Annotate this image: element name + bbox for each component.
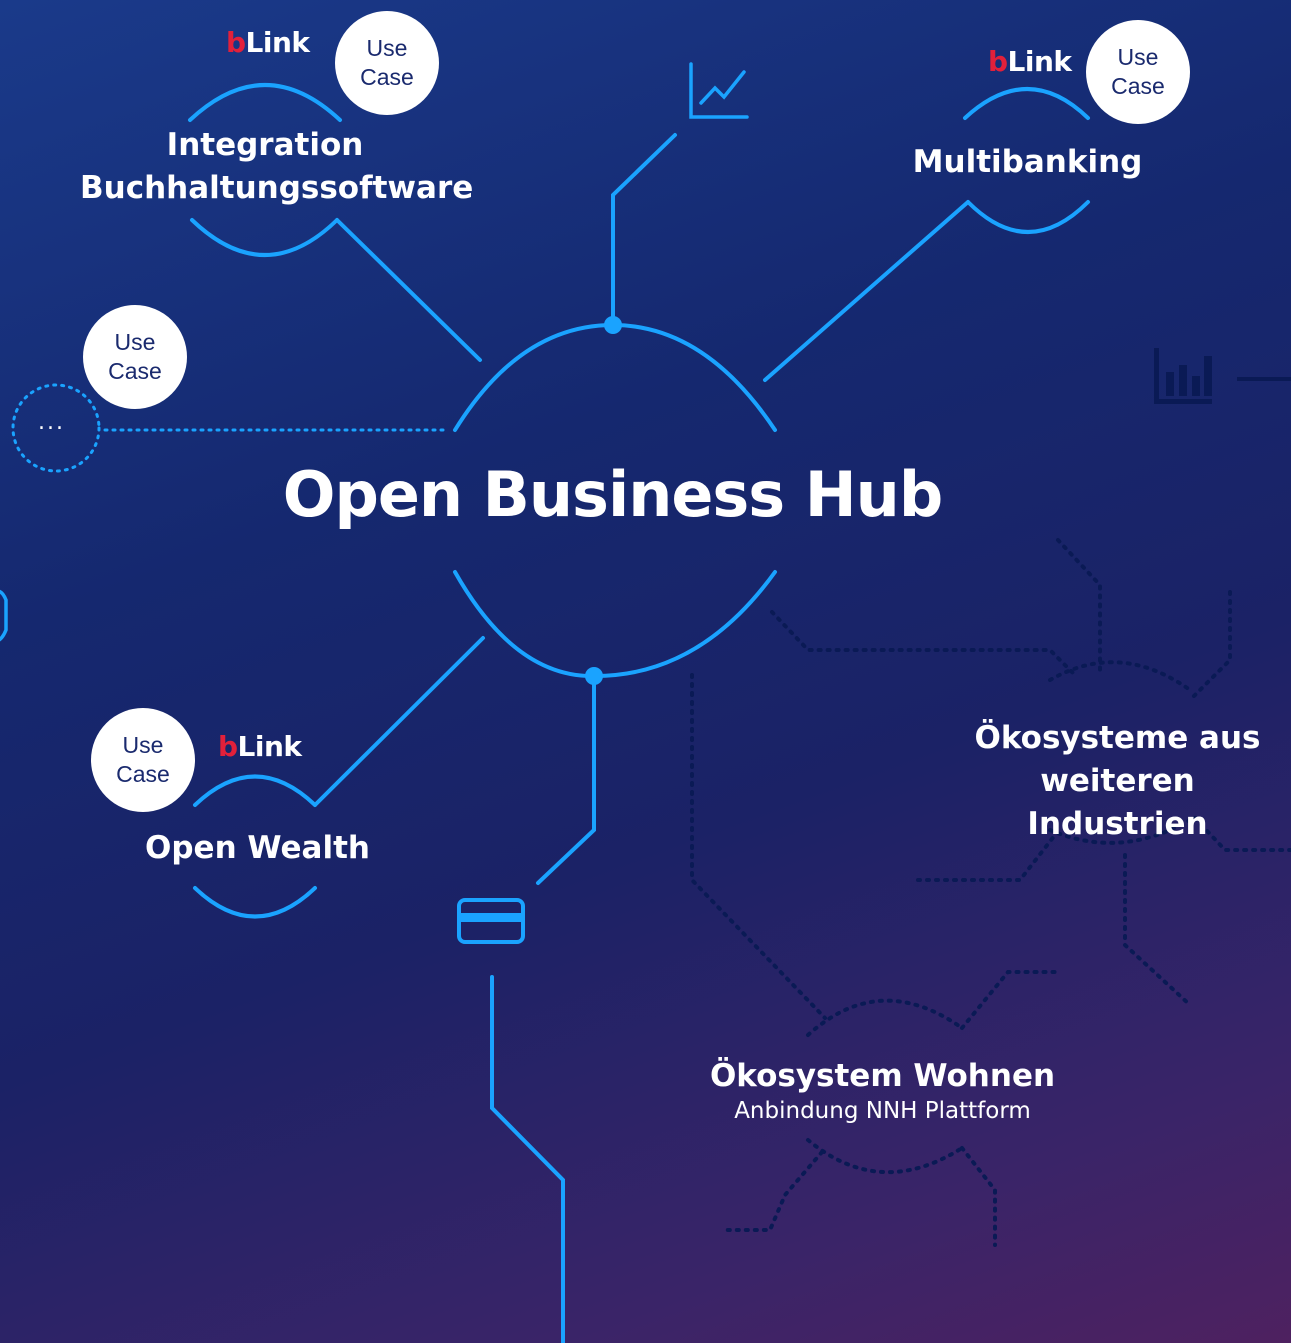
blink-logo: bLink	[988, 45, 1072, 78]
use-case-badge[interactable]: Use Case	[1086, 20, 1190, 124]
more-circle	[11, 383, 101, 473]
hub-top-arc	[453, 322, 777, 432]
line-to-multibanking	[763, 200, 970, 382]
node-wohnen[interactable]: Ökosystem Wohnen	[709, 1058, 1056, 1094]
oekosysteme-line1: Ökosysteme aus	[974, 720, 1261, 756]
line-to-chart	[611, 133, 677, 327]
integration-line1: Integration	[166, 127, 364, 163]
blink-logo: bLink	[218, 730, 302, 763]
use-case-badge[interactable]: Use Case	[335, 11, 439, 115]
hub-bottom-arc	[453, 570, 777, 679]
integration-line2: Buchhaltungssoftware	[80, 170, 474, 206]
chart-line-icon	[689, 62, 749, 119]
node-multibanking[interactable]: Multibanking	[912, 144, 1143, 180]
oekosysteme-line2: weiteren Industrien	[1027, 763, 1208, 842]
line-to-open-wealth	[313, 636, 485, 807]
node-integration[interactable]: Integration Buchhaltungssoftware	[80, 124, 474, 210]
hub-title: Open Business Hub	[282, 458, 943, 531]
use-case-badge[interactable]: Use Case	[91, 708, 195, 812]
bar-chart-icon	[1154, 348, 1212, 404]
node-wohnen-subtitle: Anbindung NNH Plattform	[734, 1098, 1031, 1124]
line-to-integration	[335, 218, 482, 362]
use-case-badge[interactable]: Use Case	[83, 305, 187, 409]
node-open-wealth[interactable]: Open Wealth	[145, 830, 370, 866]
more-button[interactable]: ...	[38, 410, 65, 435]
line-lower-trunk	[490, 975, 565, 1343]
node-oekosysteme[interactable]: Ökosysteme aus weiteren Industrien	[950, 717, 1285, 846]
database-icon	[0, 589, 8, 642]
blink-logo: bLink	[226, 26, 310, 59]
line-to-card	[536, 674, 596, 885]
